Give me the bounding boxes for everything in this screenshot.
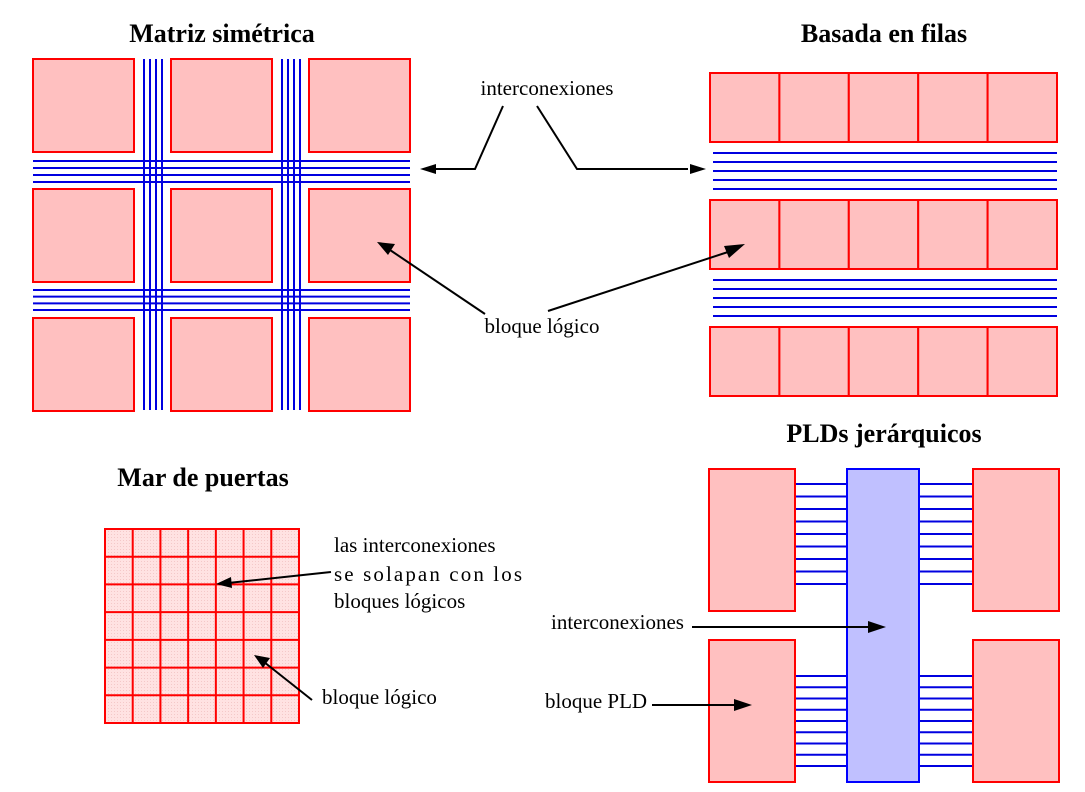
symmetric-matrix-panel (32, 58, 411, 412)
interconnect-bus (846, 468, 920, 783)
logic-block (308, 317, 411, 412)
logic-block-arrow-left (377, 242, 486, 315)
overlap-arrow (216, 571, 332, 588)
sea-of-gates-panel (104, 528, 300, 724)
logic-block (32, 317, 135, 412)
title-row-based: Basada en filas (801, 19, 967, 48)
logic-block (847, 326, 920, 397)
logic-block (847, 72, 920, 143)
label-interconnect: interconexiones (481, 76, 614, 100)
logic-block (986, 199, 1058, 270)
logic-block (778, 326, 850, 397)
pld-block (972, 639, 1060, 783)
logic-block (32, 58, 135, 153)
logic-block-arrow-right (547, 244, 745, 312)
row-based-panel (709, 72, 1058, 397)
pld-block (972, 468, 1060, 612)
logic-block (170, 317, 273, 412)
logic-block (917, 326, 989, 397)
pld-block (708, 639, 796, 783)
pld-block (708, 468, 796, 612)
label-pld-block: bloque PLD (545, 689, 647, 713)
logic-block (917, 199, 989, 270)
title-hierarchical-pld: PLDs jerárquicos (786, 419, 981, 448)
logic-block (308, 188, 411, 283)
interconnect-arrow-right (536, 105, 706, 174)
title-sea-of-gates: Mar de puertas (117, 463, 288, 492)
logic-block (32, 188, 135, 283)
logic-block (709, 72, 781, 143)
label-logic-block: bloque lógico (485, 314, 600, 338)
logic-block (986, 326, 1058, 397)
label-overlap-line-2: se solapan con los (334, 562, 522, 586)
pld-block-arrow (652, 699, 752, 711)
label-pld-interconnect: interconexiones (551, 610, 684, 634)
logic-block (170, 188, 273, 283)
logic-block (986, 72, 1058, 143)
sea-logic-block-arrow (254, 655, 313, 701)
hierarchical-pld-panel (708, 468, 1060, 783)
label-overlap-line-3: bloques lógicos (334, 589, 465, 613)
logic-block (778, 199, 850, 270)
interconnect-arrow-left (420, 105, 504, 174)
label-overlap-line-1: las interconexiones (334, 533, 496, 557)
title-symmetric-matrix: Matriz simétrica (129, 19, 315, 48)
logic-block (917, 72, 989, 143)
sea-of-gates-array (104, 528, 300, 724)
logic-block (778, 72, 850, 143)
logic-block (170, 58, 273, 153)
pld-interconnect-arrow (692, 621, 886, 633)
label-sea-logic-block: bloque lógico (322, 685, 437, 709)
logic-block (308, 58, 411, 153)
logic-block (847, 199, 920, 270)
logic-block (709, 326, 781, 397)
logic-block (709, 199, 781, 270)
